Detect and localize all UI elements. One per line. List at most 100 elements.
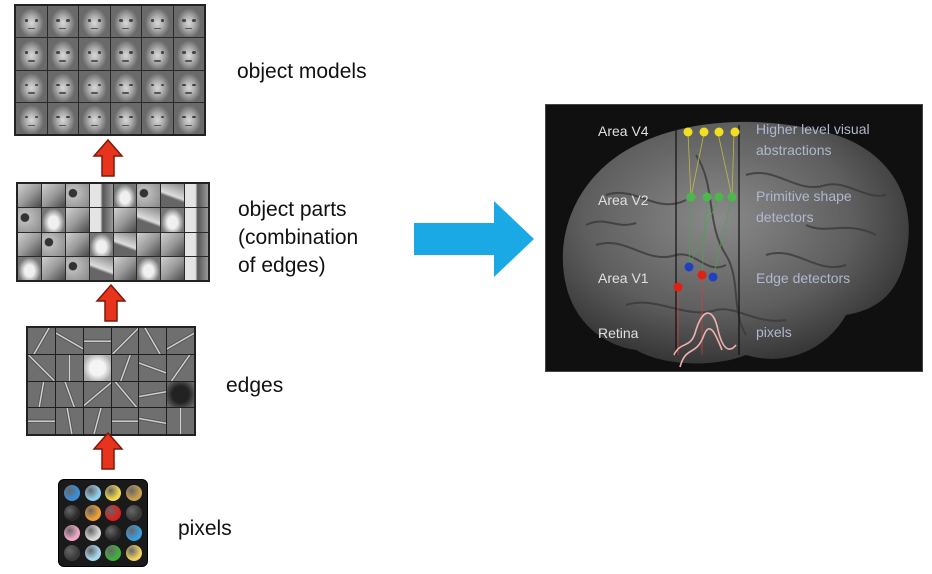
part-filter — [89, 208, 113, 232]
pixel-dot — [105, 505, 122, 521]
part-filter — [89, 232, 113, 256]
part-filter — [65, 184, 89, 208]
object-parts-label-line2: (combination — [238, 226, 359, 249]
face-filter — [173, 70, 204, 102]
up-arrow-icon — [92, 138, 124, 177]
edge-filter — [139, 408, 167, 434]
edge-filter — [28, 381, 55, 408]
part-filter — [113, 256, 137, 280]
part-filter — [137, 208, 161, 232]
face-filter — [79, 102, 110, 134]
part-filter — [41, 256, 65, 280]
edge-filter — [55, 381, 83, 408]
face-filter — [110, 102, 141, 134]
edge-filter — [111, 381, 139, 408]
v2-description-line1: Primitive shape — [756, 188, 852, 204]
face-filter — [173, 38, 204, 70]
face-filter — [142, 6, 173, 38]
part-filter — [18, 208, 41, 232]
face-filter — [173, 6, 204, 38]
up-arrow-icon — [95, 283, 127, 322]
area-v1-label: Area V1 — [598, 270, 649, 286]
part-filter — [113, 184, 137, 208]
edge-filter — [55, 354, 83, 381]
edge-filter — [167, 354, 194, 381]
face-filter — [16, 102, 47, 134]
part-filter — [89, 256, 113, 280]
part-filter — [41, 184, 65, 208]
part-filter — [41, 232, 65, 256]
face-filter — [47, 6, 78, 38]
part-filter — [161, 232, 185, 256]
retina-label: Retina — [598, 325, 639, 341]
pixel-dot — [84, 505, 101, 521]
edge-filter — [167, 408, 194, 434]
part-filter — [161, 184, 185, 208]
pixel-dot — [64, 525, 81, 541]
pixels-label: pixels — [178, 517, 232, 540]
face-filter — [142, 102, 173, 134]
object-parts-grid — [16, 182, 210, 282]
part-filter — [18, 232, 41, 256]
face-filter — [110, 38, 141, 70]
pixel-dot — [64, 545, 81, 561]
v1-description: Edge detectors — [756, 270, 851, 286]
face-filter — [16, 70, 47, 102]
retina-description: pixels — [756, 324, 792, 340]
area-v2-label: Area V2 — [598, 192, 649, 208]
edge-filter — [55, 328, 83, 354]
part-filter — [65, 256, 89, 280]
edge-filter — [111, 354, 139, 381]
part-filter — [113, 208, 137, 232]
part-filter — [137, 184, 161, 208]
v2-description-line2: detectors — [756, 209, 814, 225]
pixel-dot — [125, 545, 142, 561]
edge-filter — [83, 408, 111, 434]
edge-filter — [28, 328, 55, 354]
pixel-dot — [125, 525, 142, 541]
face-filter — [110, 6, 141, 38]
part-filter — [137, 256, 161, 280]
part-filter — [41, 208, 65, 232]
edge-filter — [83, 354, 111, 381]
v4-nodes — [683, 127, 740, 137]
retina-curve — [673, 312, 737, 368]
edges-grid — [26, 326, 196, 436]
pixel-dot — [84, 545, 101, 561]
face-filter — [142, 38, 173, 70]
pixel-dot — [84, 525, 101, 541]
part-filter — [185, 208, 208, 232]
edges-label: edges — [226, 374, 284, 397]
edge-filter — [83, 328, 111, 354]
big-right-arrow-icon — [414, 201, 534, 277]
edge-filter — [139, 354, 167, 381]
part-filter — [113, 232, 137, 256]
pixel-dot — [125, 485, 142, 501]
part-filter — [185, 256, 208, 280]
object-parts-label-line1: object parts — [238, 198, 347, 221]
up-arrow-icon — [92, 431, 124, 470]
edge-filter — [111, 328, 139, 354]
pixel-dot — [84, 485, 101, 501]
part-filter — [18, 184, 41, 208]
brain-illustration — [562, 121, 909, 368]
area-v4-label: Area V4 — [598, 123, 649, 139]
face-filter — [110, 70, 141, 102]
pixel-dot — [125, 505, 142, 521]
part-filter — [161, 256, 185, 280]
brain-panel: Area V4 Area V2 Area V1 Retina Higher le… — [545, 104, 923, 372]
part-filter — [185, 232, 208, 256]
part-filter — [65, 208, 89, 232]
part-filter — [89, 184, 113, 208]
face-filter — [79, 6, 110, 38]
part-filter — [161, 208, 185, 232]
object-models-label: object models — [237, 60, 367, 83]
v4-description-line2: abstractions — [756, 142, 832, 158]
face-filter — [79, 70, 110, 102]
pixel-dot — [105, 525, 122, 541]
face-filter — [47, 102, 78, 134]
pixel-dot — [105, 485, 122, 501]
pixel-dot — [105, 545, 122, 561]
face-filter — [173, 102, 204, 134]
face-filter — [47, 38, 78, 70]
